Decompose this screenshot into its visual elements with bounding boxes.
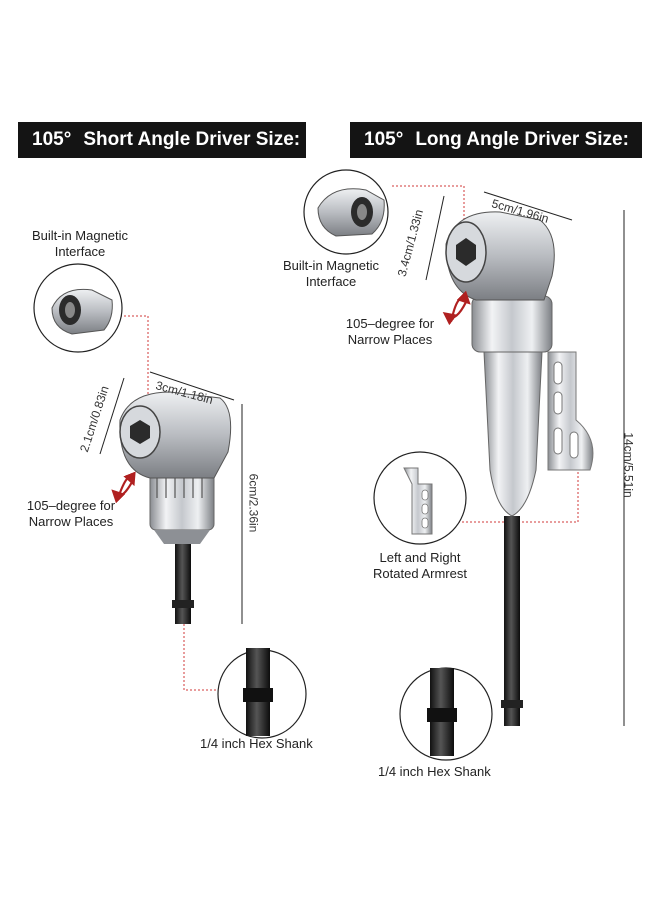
- short-driver: [33, 263, 307, 739]
- long-armrest-label: Left and Right Rotated Armrest: [373, 550, 467, 581]
- short-degree: 105°: [32, 129, 72, 150]
- short-shank-guide: [183, 620, 222, 691]
- long-magnetic-label: Built-in Magnetic Interface: [282, 258, 380, 289]
- short-driver-title-banner: 105° Short Angle Driver Size:: [18, 122, 306, 158]
- short-title: Short Angle Driver Size:: [83, 129, 301, 150]
- long-narrow-label: 105–degree for Narrow Places: [345, 316, 435, 347]
- long-degree: 105°: [364, 129, 404, 150]
- short-head-height-line: [99, 377, 125, 455]
- short-driver-shank: [175, 544, 191, 624]
- long-shank-groove: [501, 700, 523, 708]
- short-head-width-line: [149, 371, 235, 401]
- long-shank-label: 1/4 inch Hex Shank: [378, 764, 491, 779]
- long-magnet-guide: [392, 185, 465, 230]
- short-shank-groove: [172, 600, 194, 608]
- long-driver-barrel: [483, 351, 543, 517]
- long-armrest-guide: [454, 466, 579, 523]
- short-total-height-dim: 6cm/2.36in: [246, 473, 261, 533]
- short-shank-label: 1/4 inch Hex Shank: [200, 736, 313, 751]
- short-hex-socket-icon: [130, 420, 150, 444]
- long-head-height-line: [425, 195, 445, 281]
- short-driver-knurl: [156, 478, 203, 498]
- short-driver-body: [149, 469, 215, 531]
- short-driver-base: [154, 530, 210, 544]
- short-magnetic-label: Built-in Magnetic Interface: [31, 228, 129, 259]
- long-driver-collar: [471, 295, 553, 353]
- long-driver-shank: [504, 516, 520, 726]
- long-total-height-dim: 14cm/5.51in: [621, 432, 636, 498]
- long-driver-title-banner: 105° Long Angle Driver Size:: [350, 122, 642, 158]
- long-head-width-line: [483, 191, 573, 221]
- long-armrest-slots: [553, 361, 579, 459]
- short-narrow-label: 105–degree for Narrow Places: [26, 498, 116, 529]
- long-hex-socket-icon: [456, 238, 476, 266]
- long-driver: [303, 169, 625, 761]
- long-title: Long Angle Driver Size:: [415, 129, 629, 150]
